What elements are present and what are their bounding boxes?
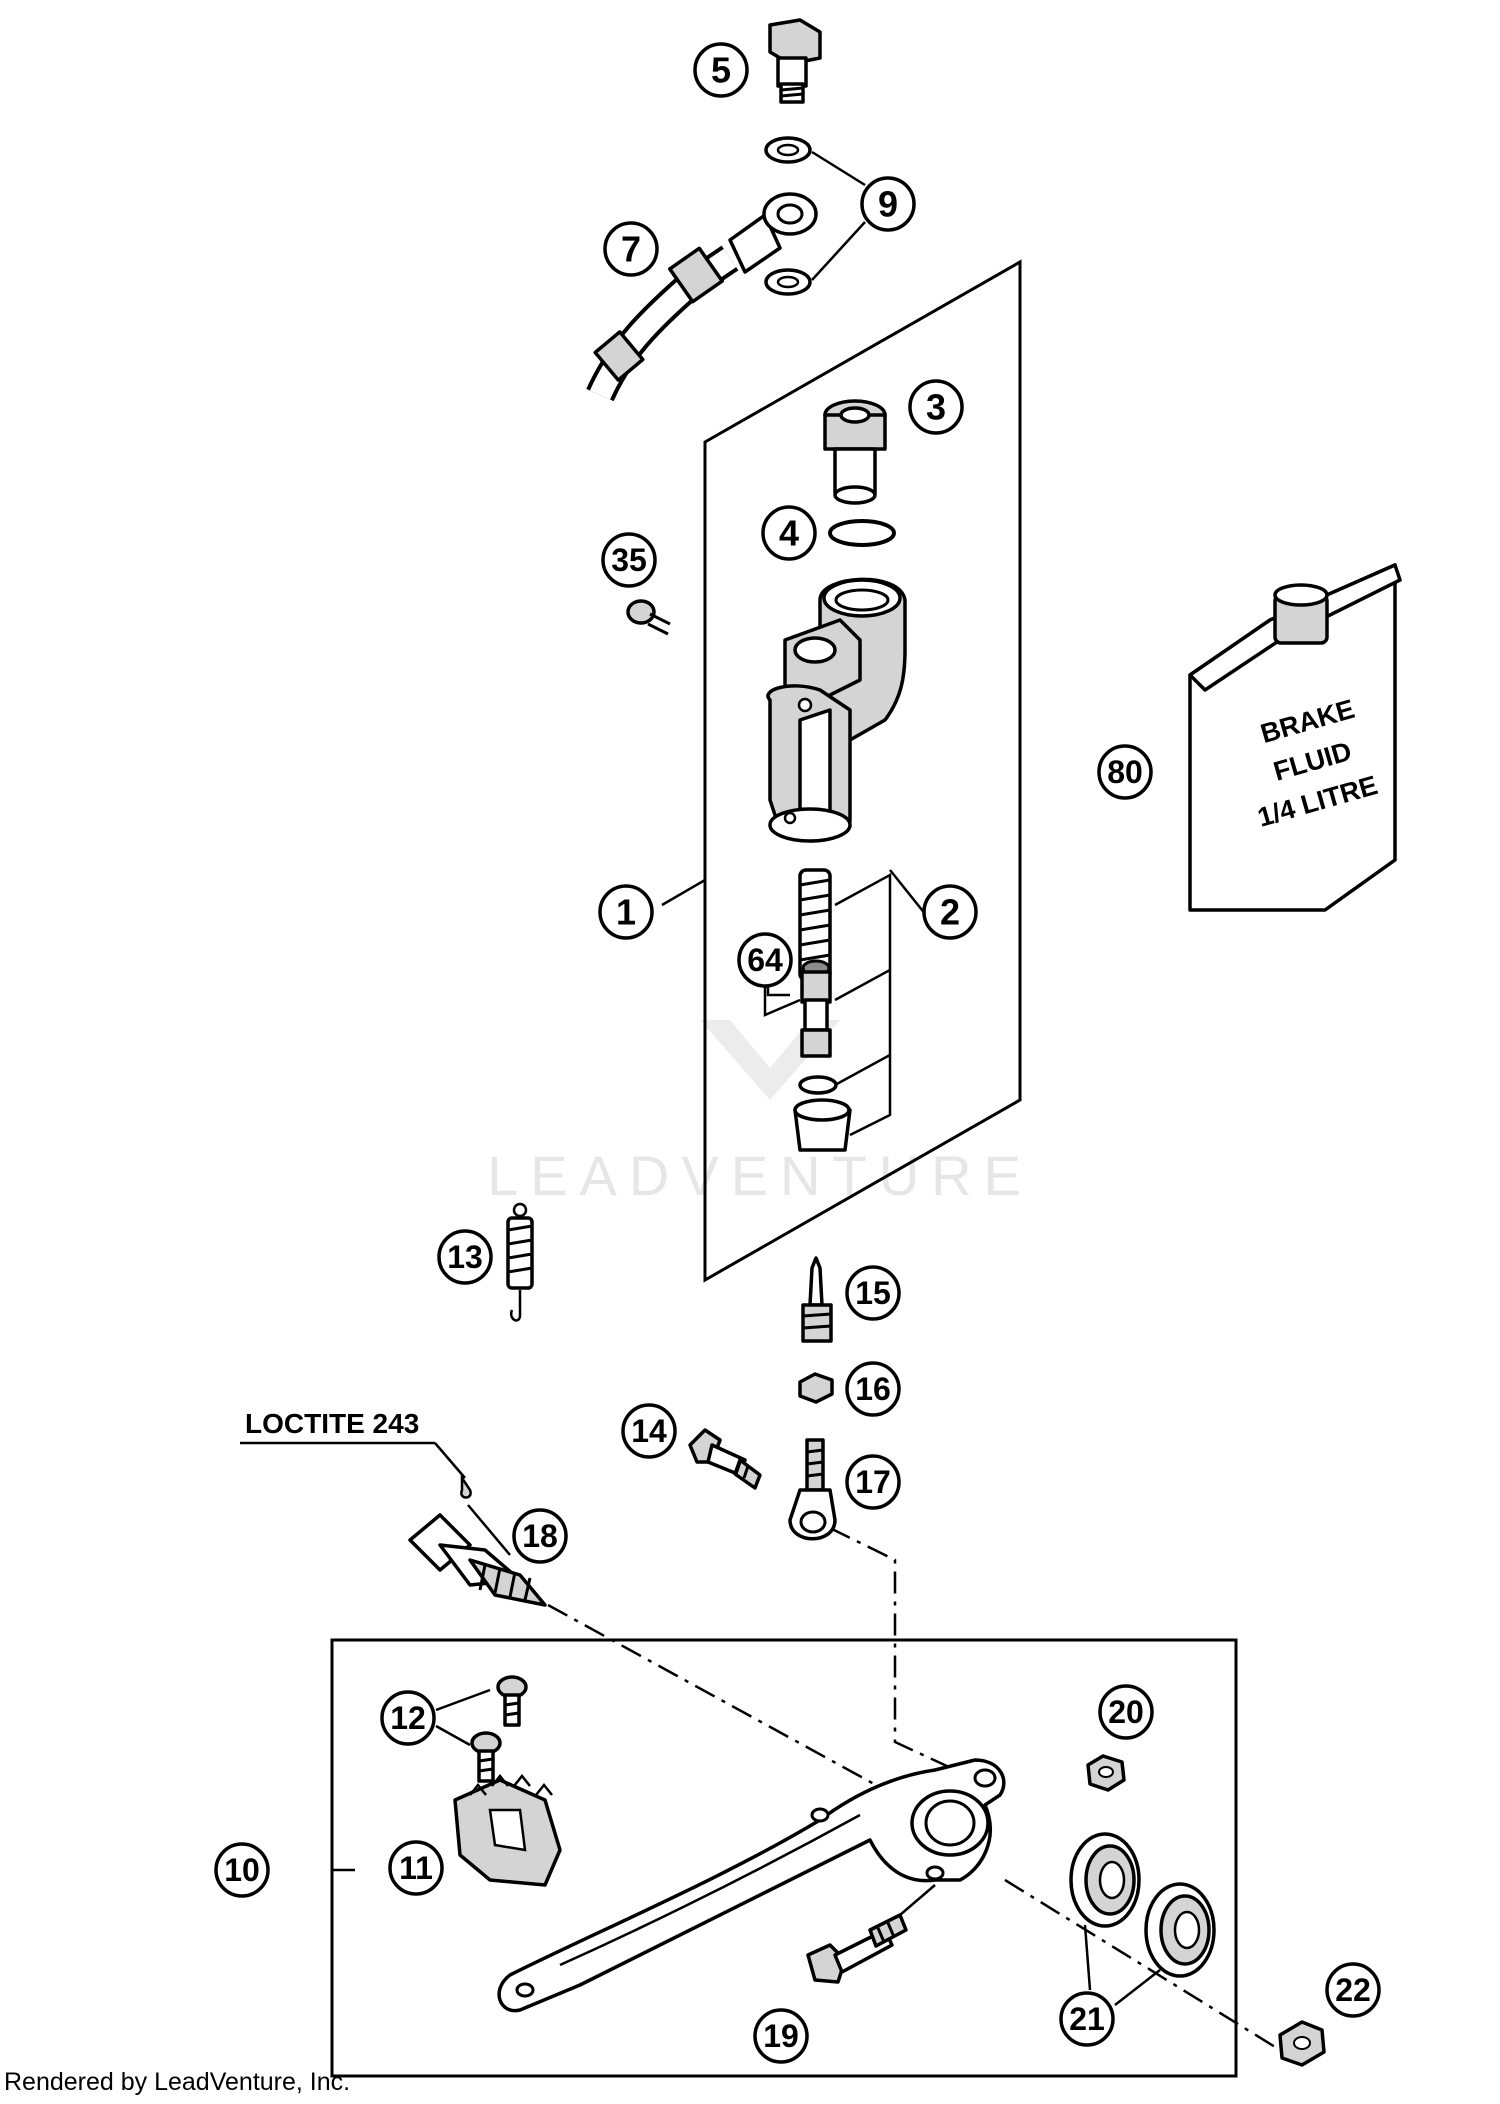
callout-2: 2 [922,884,978,940]
callout-11: 11 [388,1840,444,1896]
svg-text:4: 4 [779,513,799,554]
bearing-part [1069,1832,1216,2006]
svg-text:10: 10 [224,1852,260,1888]
callout-21: 21 [1059,1991,1115,2047]
callout-64: 64 [737,932,793,988]
pivot-bolt-part [408,1513,547,1607]
svg-text:21: 21 [1069,2001,1105,2037]
callout-20: 20 [1098,1684,1154,1740]
callout-12: 12 [380,1690,436,1746]
callout-16: 16 [845,1361,901,1417]
render-credit: Rendered by LeadVenture, Inc. [4,2068,351,2096]
svg-text:1: 1 [616,892,636,933]
callout-1: 1 [598,884,654,940]
callout-15: 15 [845,1265,901,1321]
callouts: 5 9 7 3 4 35 80 1 [214,42,1381,2064]
brake-pedal-frame [330,1638,1238,2078]
svg-text:64: 64 [747,942,783,978]
footrest-screws-part [435,1675,528,1783]
o-ring-part [828,519,896,547]
svg-text:17: 17 [855,1464,891,1500]
svg-text:80: 80 [1107,754,1143,790]
svg-text:20: 20 [1108,1694,1144,1730]
callout-80: 80 [1097,744,1153,800]
loctite-label: LOCTITE 243 [245,1408,419,1439]
svg-text:16: 16 [855,1371,891,1407]
svg-text:14: 14 [631,1413,667,1449]
bolt-part [688,1428,762,1490]
callout-13: 13 [437,1229,493,1285]
svg-text:15: 15 [855,1275,891,1311]
svg-text:5: 5 [711,50,731,91]
svg-text:19: 19 [763,2018,799,2054]
kit-frame [703,259,1022,1283]
nut-part [798,1372,834,1404]
callout-19: 19 [753,2008,809,2064]
svg-text:3: 3 [926,387,946,428]
callout-10: 10 [214,1842,270,1898]
svg-text:13: 13 [447,1239,483,1275]
svg-text:35: 35 [611,542,647,578]
svg-text:18: 18 [522,1518,558,1554]
callout-9: 9 [860,176,916,232]
piston-kit-part [763,868,931,1152]
svg-text:12: 12 [390,1700,426,1736]
callout-17: 17 [845,1454,901,1510]
bearing-nut-part [1278,2020,1326,2067]
callout-22: 22 [1325,1962,1381,2018]
pedal-step-part [453,1773,562,1887]
banjo-bolt-part [768,18,822,104]
svg-text:11: 11 [399,1850,433,1886]
callout-5: 5 [693,42,749,98]
watermark-text: LEADVENTURE [487,1144,1033,1207]
watermark: LEADVENTURE [487,1020,1033,1207]
callout-3: 3 [908,379,964,435]
svg-text:2: 2 [940,892,960,933]
brake-fluid-can-part: BRAKE FLUID 1/4 LITRE [1188,563,1402,912]
svg-text:22: 22 [1335,1972,1371,2008]
rod-end-part [788,1438,837,1541]
brake-pedal-part [497,1758,1006,2013]
callout-7: 7 [603,221,659,277]
pedal-nut-part [1086,1754,1126,1792]
stop-bolt-part [806,1884,936,1984]
screw-part [626,599,671,636]
leader-lines [332,878,706,1872]
return-spring-part [506,1202,534,1322]
master-cylinder-part [766,577,907,843]
reservoir-fitting-part [823,399,887,505]
callout-18: 18 [512,1508,568,1564]
callout-14: 14 [621,1403,677,1459]
callout-35: 35 [601,532,657,588]
push-rod-part [801,1256,833,1343]
assembly-axes [547,1526,1281,2052]
loctite-note: LOCTITE 243 [240,1408,511,1556]
svg-text:7: 7 [621,229,641,270]
brake-hose-part [586,192,818,402]
svg-text:9: 9 [878,184,898,225]
callout-4: 4 [761,505,817,561]
washer-part [764,136,866,296]
